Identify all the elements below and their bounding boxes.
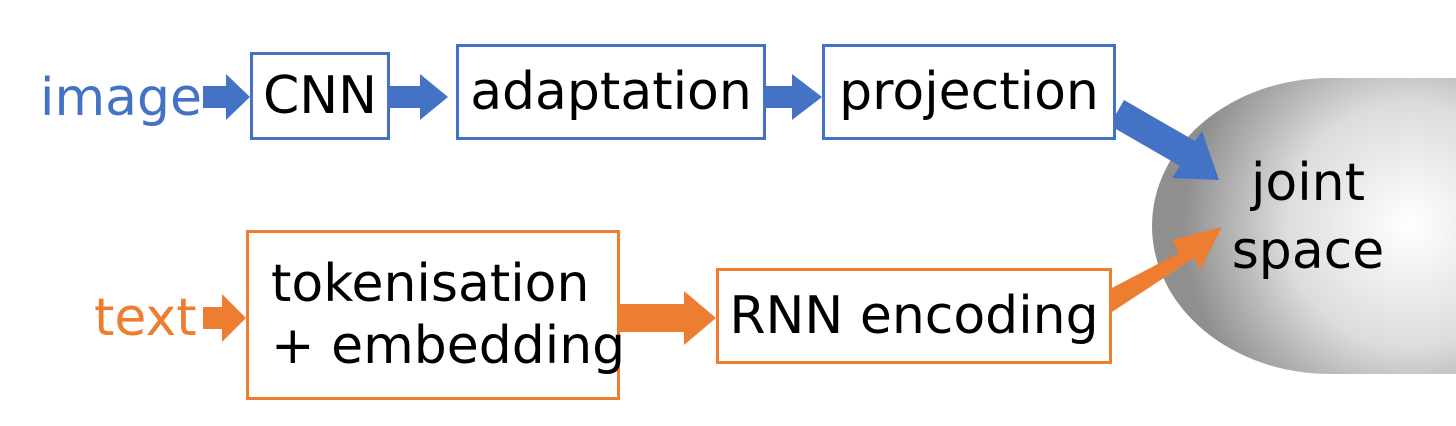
joint-space-sphere (1152, 78, 1456, 374)
space-label: space (1231, 220, 1385, 281)
arrow-text-to-tokenisation (203, 294, 246, 342)
joint-label: joint (1250, 153, 1366, 213)
rnn-encoding-box: RNN encoding (716, 268, 1112, 364)
arrow-cnn-to-adaptation (390, 74, 448, 120)
joint-space-label: joint space (1228, 150, 1388, 285)
embedding-label: + embedding (271, 316, 626, 376)
arrow-tokenisation-to-rnn (620, 291, 716, 345)
adaptation-box: adaptation (456, 44, 766, 140)
text-input-label: text (94, 288, 197, 348)
arrow-rnn-to-joint (1104, 227, 1222, 312)
arrow-adaptation-to-projection (766, 74, 822, 120)
tokenisation-embedding-box: tokenisation + embedding (246, 230, 625, 400)
image-input-label: image (40, 68, 202, 128)
arrow-projection-to-joint (1109, 100, 1219, 180)
cnn-box: CNN (250, 52, 390, 140)
arrow-image-to-cnn (203, 74, 250, 120)
tokenisation-label: tokenisation (271, 253, 590, 314)
projection-box: projection (822, 44, 1116, 140)
